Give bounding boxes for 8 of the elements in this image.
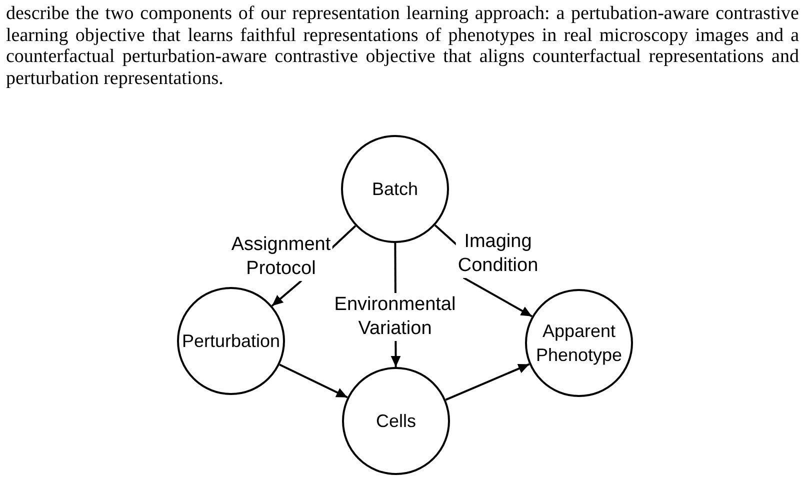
node-label: Cells [376, 410, 416, 433]
edge-label: Assignment Protocol [229, 233, 333, 281]
arrow [279, 364, 348, 398]
arrow [445, 363, 530, 401]
node-label: Batch [372, 178, 418, 201]
node-label: Perturbation [182, 330, 280, 353]
node-label: Apparent Phenotype [534, 320, 624, 367]
paragraph-text: describe the two components of our representation learning approach: a pertubation-aware contrastive learning objective that learns faithful representations of phenotypes in real microscopy images and a counterfactual perturbation-aware contrastive objective that aligns counterfactual representations and perturbation representations. [6, 3, 799, 90]
